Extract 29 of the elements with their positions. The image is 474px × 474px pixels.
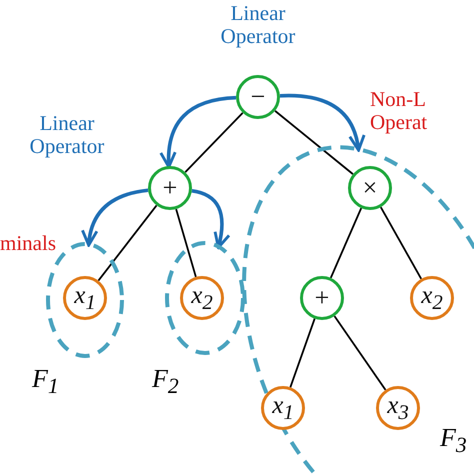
annotation-text: Linear Operator <box>220 2 296 48</box>
variable-node: x$_{2}$ <box>410 276 454 320</box>
tree-branch <box>290 318 316 388</box>
operator-node: + <box>148 166 192 210</box>
curved-arrow <box>82 188 148 247</box>
curved-arrow <box>160 96 236 168</box>
subtree-label: F$_{2}$ <box>152 366 179 398</box>
tree-branch <box>274 110 354 175</box>
tree-branch <box>175 208 197 278</box>
variable-node: x$_{2}$ <box>180 276 224 320</box>
tree-branch <box>184 112 244 173</box>
subtree-region <box>240 144 474 474</box>
annotation-text: minals <box>0 232 57 256</box>
tree-branch <box>380 206 422 280</box>
curved-arrow <box>191 189 230 249</box>
variable-node: x$_{1}$ <box>261 386 305 430</box>
operator-node: + <box>300 276 344 320</box>
tree-branch <box>330 208 362 278</box>
operator-node: × <box>348 166 392 210</box>
annotation-text: Non-L Operat <box>370 88 428 134</box>
variable-node: x$_{1}$ <box>63 276 107 320</box>
subtree-label: F$_{3}$ <box>440 425 467 457</box>
annotation-text: Linear Operator <box>28 112 106 158</box>
tree-branch <box>98 204 158 282</box>
tree-branch <box>334 316 386 390</box>
subtree-label: F$_{1}$ <box>32 366 59 398</box>
operator-node: − <box>236 75 280 119</box>
variable-node: x$_{3}$ <box>376 386 420 430</box>
curved-arrow <box>280 94 365 152</box>
